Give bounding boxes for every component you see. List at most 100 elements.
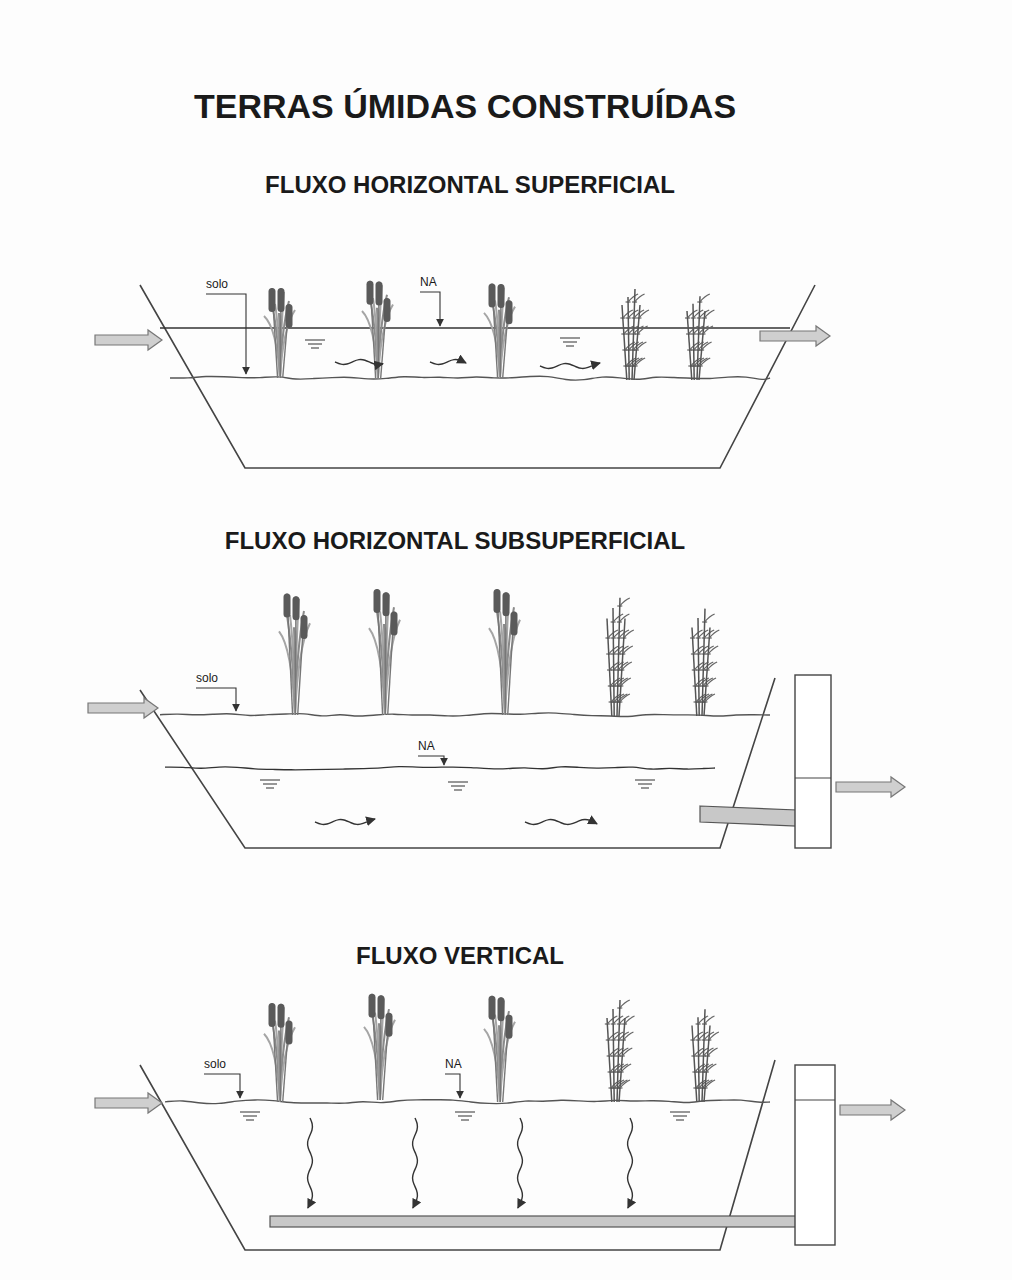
bamboo-leaf <box>706 1064 716 1072</box>
water-mark <box>563 341 577 342</box>
bamboo-leaf <box>702 1080 712 1088</box>
outlet-pipe <box>700 806 797 826</box>
cattail-spike <box>278 288 285 312</box>
illustration <box>88 281 905 1250</box>
outlet-box-level <box>795 1099 835 1100</box>
bamboo-leaf <box>708 1048 718 1056</box>
bamboo-leaf <box>620 598 630 606</box>
water-level-line <box>165 767 715 770</box>
bamboo-leaf <box>705 1080 715 1088</box>
flow-direction-arrow <box>525 820 597 825</box>
cattail-spike <box>369 994 376 1018</box>
flow-arrow <box>88 698 158 718</box>
leader-line <box>445 1074 460 1098</box>
bamboo-leaf <box>607 1016 617 1024</box>
cattail-spike <box>286 1021 293 1045</box>
level-label: solo <box>204 1058 226 1071</box>
bamboo-stem <box>607 1018 612 1102</box>
bamboo-leaf <box>620 1080 630 1088</box>
bamboo-leaf <box>703 326 713 334</box>
outlet-box-level <box>795 777 831 778</box>
cattail-spike <box>293 596 300 620</box>
bamboo-leaf <box>706 678 716 686</box>
bamboo-leaf <box>693 310 703 318</box>
flow-arrow <box>836 777 905 797</box>
cattail-spike <box>511 611 518 635</box>
bamboo-leaf <box>698 1016 708 1024</box>
soil-line <box>165 1100 770 1104</box>
cattail-spike <box>489 284 496 308</box>
bamboo-leaf <box>638 326 648 334</box>
leader-line <box>418 756 444 765</box>
cattail-spike <box>278 1004 285 1028</box>
water-mark <box>311 347 319 348</box>
water-mark <box>243 1115 257 1116</box>
bamboo-leaf <box>635 358 645 366</box>
flow-direction-arrow <box>413 1118 418 1208</box>
water-mark <box>246 1119 254 1120</box>
bamboo-stem <box>704 1026 710 1103</box>
bamboo-leaf <box>622 1048 632 1056</box>
bamboo-leaf <box>613 1016 623 1024</box>
level-label: NA <box>420 276 437 289</box>
soil-line <box>170 376 770 380</box>
basin-outline <box>140 678 775 848</box>
bamboo-leaf <box>702 694 712 702</box>
flow-direction-arrow <box>430 360 466 365</box>
cattail-spike <box>286 304 293 328</box>
bamboo-leaf <box>705 694 715 702</box>
cattail-spike <box>506 1015 513 1039</box>
drain-pipe <box>270 1216 797 1227</box>
bamboo-leaf <box>708 646 718 654</box>
bamboo-leaf <box>618 678 628 686</box>
flow-arrow <box>95 330 162 350</box>
bamboo-leaf <box>617 694 627 702</box>
water-mark <box>240 1111 260 1112</box>
bamboo-stem <box>687 311 692 380</box>
section-heading: FLUXO HORIZONTAL SUBSUPERFICIAL <box>225 528 685 554</box>
bamboo-leaf <box>628 294 638 302</box>
flow-direction-arrow <box>315 819 375 824</box>
cattail-spike <box>374 589 381 613</box>
bamboo-stem <box>704 628 710 717</box>
bamboo-leaf <box>628 310 638 318</box>
water-mark <box>454 789 462 790</box>
flow-direction-arrow <box>308 1118 313 1208</box>
bamboo-stem <box>698 1017 699 1102</box>
cattail-spike <box>498 284 505 308</box>
cattail-spike <box>269 1003 276 1027</box>
water-mark <box>266 787 274 788</box>
water-mark <box>635 779 655 780</box>
leader-line <box>204 1074 240 1098</box>
cattail-spike <box>301 615 308 639</box>
water-mark <box>305 339 325 340</box>
bamboo-leaf <box>704 310 714 318</box>
water-mark <box>670 1111 690 1112</box>
bamboo-leaf <box>707 662 717 670</box>
bamboo-leaf <box>617 1080 627 1088</box>
bamboo-leaf <box>702 342 712 350</box>
bamboo-stem <box>613 608 614 716</box>
bamboo-leaf <box>613 614 623 622</box>
cattail-spike <box>386 1013 393 1037</box>
bamboo-stem <box>692 628 697 717</box>
section-heading: FLUXO VERTICAL <box>356 943 564 969</box>
cattail-spike <box>506 300 513 324</box>
outlet-box <box>795 1065 835 1245</box>
flow-direction-arrow <box>628 1118 633 1208</box>
soil-line <box>160 713 770 717</box>
cattail-spike <box>284 594 291 618</box>
leader-line <box>420 292 440 326</box>
bamboo-stem <box>619 1018 625 1102</box>
flow-arrow <box>840 1100 905 1120</box>
bamboo-leaf <box>620 694 630 702</box>
bamboo-leaf <box>621 1064 631 1072</box>
cattail-spike <box>383 592 390 616</box>
flow-direction-arrow <box>540 363 600 368</box>
cattail-spike <box>489 996 496 1020</box>
water-mark <box>458 1115 472 1116</box>
water-mark <box>308 343 322 344</box>
water-mark <box>638 783 652 784</box>
bamboo-leaf <box>625 1016 635 1024</box>
